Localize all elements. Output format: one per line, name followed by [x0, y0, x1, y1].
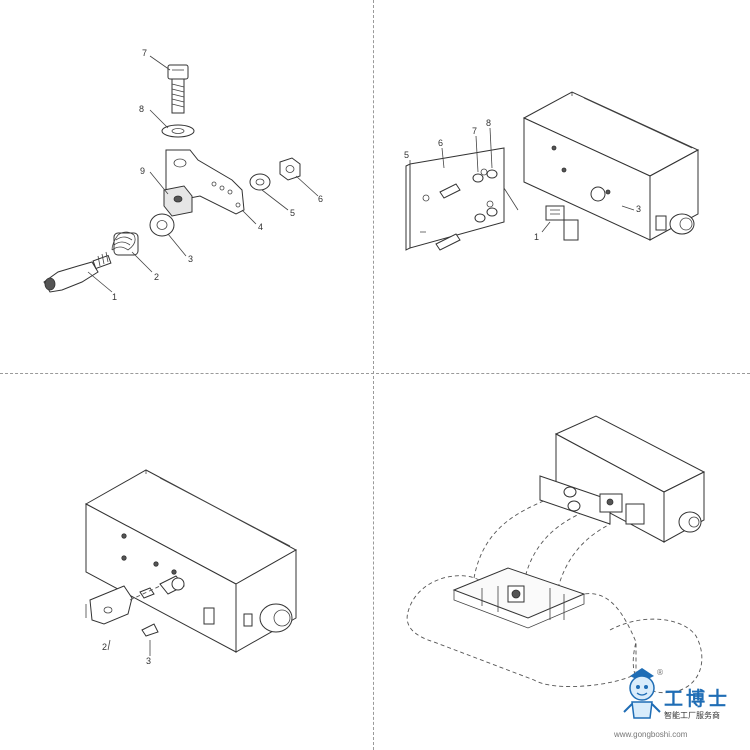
- exploded-probe-drawing: 7 8 9 4 5 6 3 2 1: [43, 48, 323, 302]
- shaft: [159, 575, 185, 595]
- switch-component: [545, 186, 606, 241]
- housing-lever-drawing: 2 3: [84, 469, 298, 666]
- label-3: 3: [146, 656, 151, 666]
- part-1-probe-pin: [43, 251, 112, 293]
- label-5: 5: [290, 208, 295, 218]
- part-5-washer: [249, 173, 271, 191]
- label-2: 2: [154, 272, 159, 282]
- label-8: 8: [139, 104, 144, 114]
- panel-housing-on-vehicle: [374, 374, 750, 750]
- part-6-nut: [279, 157, 301, 181]
- cable-gland: [259, 603, 293, 633]
- label-7: 7: [142, 48, 147, 58]
- label-4: 4: [258, 222, 263, 232]
- part-8-washer: [161, 124, 195, 138]
- panel-housing-lever: 2 3: [0, 374, 373, 750]
- part-2-spring: [111, 231, 139, 256]
- horizontal-divider: [0, 373, 750, 374]
- label-2: 2: [102, 642, 107, 652]
- part-7-screw: [167, 64, 189, 114]
- vertical-divider: [373, 0, 374, 750]
- brand-tagline: 智能工厂服务商: [664, 711, 720, 720]
- label-8: 8: [486, 118, 491, 128]
- panel-exploded-probe: 7 8 9 4 5 6 3 2 1: [0, 0, 373, 373]
- registered-mark: ®: [656, 668, 664, 677]
- label-1: 1: [112, 292, 117, 302]
- housing-box: [84, 469, 298, 653]
- housing-assembly-drawing: 5 6 7 8 3 1: [404, 91, 700, 251]
- label-7: 7: [472, 126, 477, 136]
- label-6: 6: [318, 194, 323, 204]
- cable-gland: [669, 213, 695, 235]
- panel-housing-assembly: 5 6 7 8 3 1: [374, 0, 750, 373]
- brand-logo-watermark: 工博士 ® 智能工厂服务商 www.gongboshi.com: [614, 664, 746, 744]
- brand-url: www.gongboshi.com: [614, 730, 688, 739]
- part-9-block: [163, 185, 193, 217]
- label-5: 5: [404, 150, 409, 160]
- bolts: [481, 586, 565, 620]
- housing-box: [522, 91, 700, 241]
- part-3-nut: [149, 213, 175, 237]
- label-3: 3: [636, 204, 641, 214]
- label-9: 9: [140, 166, 145, 176]
- switch-component: [507, 585, 525, 603]
- housing-vehicle-drawing: [406, 415, 706, 694]
- cable-gland: [678, 511, 702, 533]
- robot-mascot-icon: [623, 668, 661, 719]
- label-3: 3: [188, 254, 193, 264]
- label-6: 6: [438, 138, 443, 148]
- brand-name: 工博士: [664, 688, 731, 710]
- label-1: 1: [534, 232, 539, 242]
- lever-part-2: [85, 585, 133, 625]
- bracket-assembly: [539, 475, 645, 525]
- screws-group: [435, 169, 498, 251]
- mounting-plate: [405, 147, 519, 251]
